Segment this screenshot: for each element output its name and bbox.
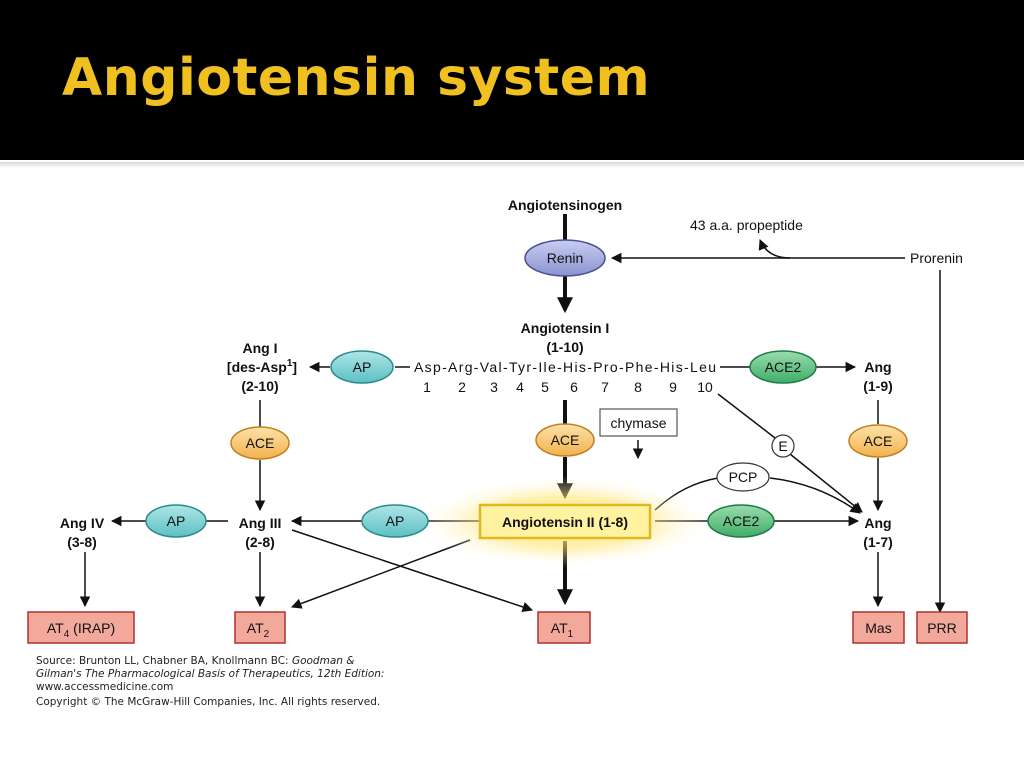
e-enzyme: E	[771, 434, 795, 458]
sequence-position-6: 6	[570, 379, 578, 395]
renin-enzyme: Renin	[524, 239, 606, 277]
ace2-top-label: ACE2	[765, 359, 802, 375]
ace-left-label: ACE	[246, 435, 275, 451]
sequence-position-8: 8	[634, 379, 642, 395]
at4-label: AT4 (IRAP)	[47, 620, 115, 640]
ang-iv-line2: (3-8)	[67, 534, 97, 550]
ace-center-label: ACE	[551, 432, 580, 448]
ace2-enzyme-top: ACE2	[749, 350, 817, 384]
ace-right-label: ACE	[864, 433, 893, 449]
ap-iv-label: AP	[167, 513, 186, 529]
propeptide-label: 43 a.a. propeptide	[690, 217, 803, 233]
ang-iii-line2: (2-8)	[245, 534, 275, 550]
ap-enzyme-top: AP	[330, 350, 394, 384]
sequence-position-10: 10	[697, 379, 713, 395]
ap-enzyme-iv: AP	[145, 504, 207, 538]
angiotensin-i-range: (1-10)	[546, 339, 583, 355]
e-label: E	[778, 438, 787, 454]
source-line-3: www.accessmedicine.com	[36, 681, 173, 693]
amino-acid-sequence: Asp-Arg-Val-Tyr-Ile-His-Pro-Phe-His-Leu	[414, 359, 716, 375]
sequence-position-2: 2	[458, 379, 466, 395]
source-citation: Source: Brunton LL, Chabner BA, Knollman…	[36, 655, 384, 708]
slide-title: Angiotensin system	[62, 48, 651, 108]
ang-i-des-asp-line2: [des-Asp1]	[227, 358, 297, 375]
angiotensin-i-label: Angiotensin I	[521, 320, 610, 336]
prorenin-label: Prorenin	[910, 250, 963, 266]
at4-receptor: AT4 (IRAP)	[27, 611, 135, 644]
sequence-position-1: 1	[423, 379, 431, 395]
at1-receptor: AT1	[537, 611, 591, 644]
prr-receptor: PRR	[916, 611, 968, 644]
ap-enzyme-iii: AP	[361, 504, 429, 538]
prr-label: PRR	[927, 620, 957, 636]
sequence-positions: 1 2 3 4 5 6 7 8 9 10	[423, 379, 713, 395]
ang-i-des-asp-line1: Ang I	[243, 340, 278, 356]
ace2-bottom-label: ACE2	[723, 513, 760, 529]
pcp-label: PCP	[729, 469, 758, 485]
ang-1-7-line1: Ang	[864, 515, 891, 531]
sequence-position-5: 5	[541, 379, 549, 395]
pcp-enzyme: PCP	[716, 462, 770, 492]
title-bar: Angiotensin system	[0, 0, 1024, 160]
ang-iv-line1: Ang IV	[60, 515, 105, 531]
copyright-line: Copyright © The McGraw-Hill Companies, I…	[36, 696, 380, 708]
angiotensinogen-label: Angiotensinogen	[508, 197, 622, 213]
source-line-1: Source: Brunton LL, Chabner BA, Knollman…	[36, 655, 354, 667]
ang-iii-line1: Ang III	[239, 515, 282, 531]
ap-iii-label: AP	[386, 513, 405, 529]
mas-label: Mas	[865, 620, 891, 636]
mas-receptor: Mas	[852, 611, 905, 644]
ace-enzyme-right: ACE	[848, 424, 908, 458]
at1-label: AT1	[551, 620, 574, 640]
angiotensin-ii-node: Angiotensin II (1-8)	[415, 476, 715, 568]
sequence-position-9: 9	[669, 379, 677, 395]
ap-top-label: AP	[353, 359, 372, 375]
angiotensin-ii-label: Angiotensin II (1-8)	[502, 514, 628, 530]
source-line-2: Gilman's The Pharmacological Basis of Th…	[36, 668, 384, 680]
sequence-position-3: 3	[490, 379, 498, 395]
at2-receptor: AT2	[234, 611, 286, 644]
ang-1-9-line1: Ang	[864, 359, 891, 375]
chymase-label: chymase	[610, 415, 666, 431]
ace-enzyme-left: ACE	[230, 426, 290, 460]
renin-label: Renin	[547, 250, 584, 266]
sequence-position-7: 7	[601, 379, 609, 395]
ang-1-9-line2: (1-9)	[863, 378, 893, 394]
title-divider	[0, 162, 1024, 168]
ace-enzyme-center: ACE	[535, 423, 595, 457]
at2-label: AT2	[247, 620, 270, 640]
ang-i-des-asp-line3: (2-10)	[241, 378, 278, 394]
sequence-position-4: 4	[516, 379, 524, 395]
ang-1-7-line2: (1-7)	[863, 534, 893, 550]
chymase-enzyme: chymase	[599, 408, 678, 437]
ace2-enzyme-bottom: ACE2	[707, 504, 775, 538]
